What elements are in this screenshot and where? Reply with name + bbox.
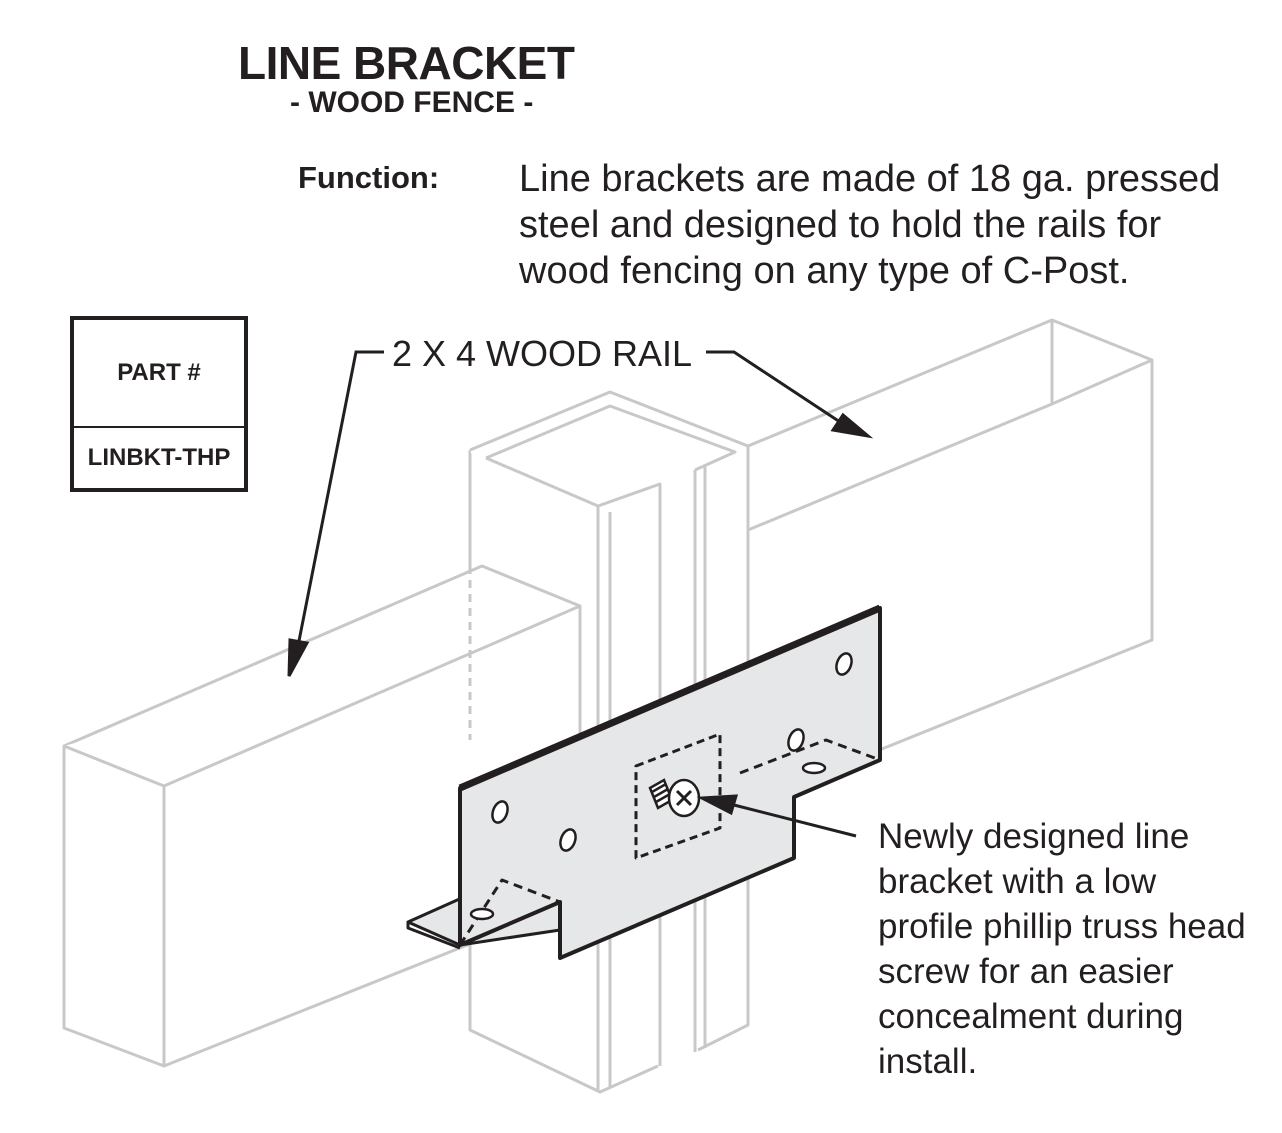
callout-line: bracket with a low	[878, 862, 1157, 901]
function-line: steel and designed to hold the rails for	[519, 204, 1162, 246]
wood-rail-label: 2 X 4 WOOD RAIL	[386, 336, 699, 372]
function-description: Line brackets are made of 18 ga. pressed…	[519, 156, 1239, 294]
bracket-callout: Newly designed line bracket with a low p…	[878, 814, 1278, 1084]
rail-label-leaders	[287, 350, 874, 677]
part-number-value: LINBKT-THP	[87, 444, 231, 471]
function-label: Function:	[298, 160, 440, 195]
page-subtitle: - WOOD FENCE -	[290, 86, 534, 119]
function-line: wood fencing on any type of C-Post.	[519, 250, 1130, 292]
truss-head-screw-icon	[648, 778, 701, 818]
hole	[801, 761, 827, 775]
callout-leader	[696, 794, 857, 838]
function-line: Line brackets are made of 18 ga. pressed	[519, 158, 1221, 200]
hole	[469, 907, 495, 921]
hole	[787, 728, 805, 752]
callout-line: screw for an easier	[878, 952, 1174, 991]
hole	[835, 652, 853, 676]
bracket-holes	[469, 652, 853, 921]
hole	[559, 828, 577, 852]
callout-line: install.	[878, 1042, 978, 1081]
callout-line: concealment during	[878, 997, 1184, 1036]
hole	[491, 800, 509, 824]
part-number-box: PART # LINBKT-THP	[70, 316, 248, 492]
part-number-header: PART #	[74, 320, 244, 428]
page-title: LINE BRACKET	[238, 37, 575, 89]
callout-line: Newly designed line	[878, 817, 1190, 856]
callout-line: profile phillip truss head	[878, 907, 1246, 946]
